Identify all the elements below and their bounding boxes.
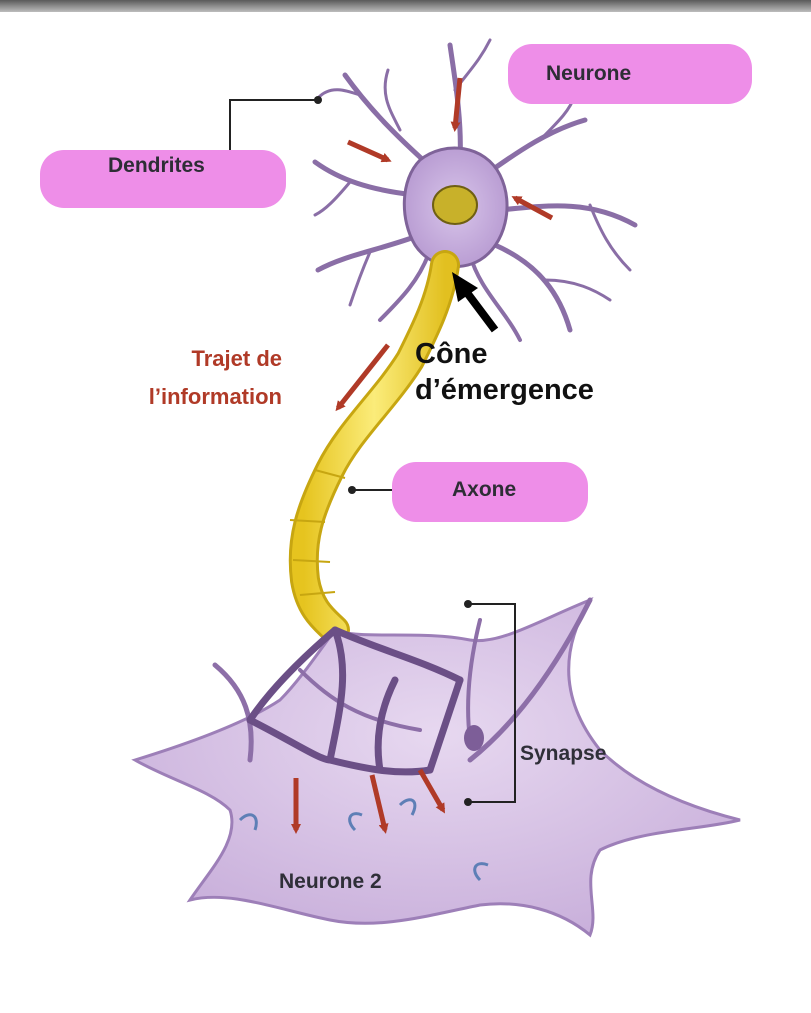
neurone-2-branches	[212, 597, 593, 763]
neurone-highlight	[508, 44, 752, 104]
axone-highlight	[392, 462, 588, 522]
synapse-label: Synapse	[520, 742, 607, 765]
top-shadow-bar	[0, 0, 811, 12]
synaptic-terminals	[246, 626, 464, 776]
dendrites-label: Dendrites	[108, 154, 205, 177]
neurone-2-organelles	[238, 798, 489, 882]
neurone-2-label: Neurone 2	[279, 870, 382, 893]
neurone-2-body	[131, 596, 741, 938]
trajet-line-1: Trajet de	[191, 346, 282, 371]
neurone-label: Neurone	[546, 62, 632, 85]
cone-emergence-text: Cône d’émergence	[415, 338, 594, 406]
red-arrow-icon	[291, 77, 554, 834]
nucleus	[432, 185, 478, 225]
cone-emergence-label: Cône d’émergence	[415, 336, 655, 408]
black-arrow-icon	[452, 272, 499, 333]
trajet-label: Trajet de l’information	[96, 340, 282, 416]
axone-label: Axone	[452, 478, 517, 501]
dendrites-highlight	[40, 150, 286, 208]
synapse-bulb	[464, 725, 484, 751]
axon-segments	[289, 469, 346, 596]
trajet-line-2: l’information	[148, 384, 282, 409]
leader-dots	[314, 96, 472, 806]
